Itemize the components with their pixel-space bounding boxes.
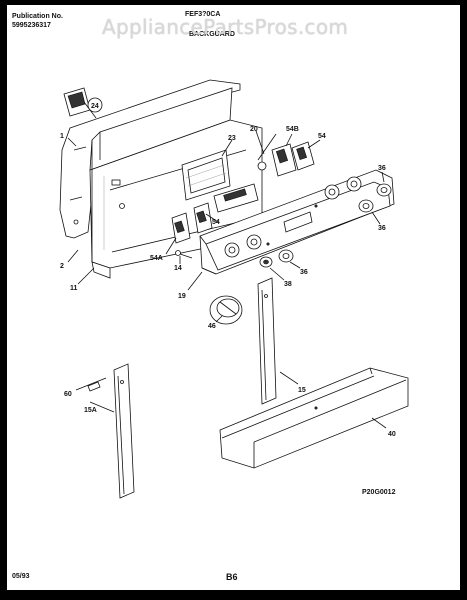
section-title: BACKGUARD [189,31,235,38]
callout-11: 11 [70,285,78,292]
infinite-switch-54-lower [193,202,213,234]
callout-2: 2 [60,263,64,270]
callout-15a: 15A [84,407,97,414]
clock-bracket-part-23 [181,139,233,201]
infinite-switch-54b [271,143,297,177]
callout-54-lower: 54 [212,219,220,226]
oven-knob-part-46 [209,295,243,325]
callout-1: 1 [60,133,64,140]
callout-60: 60 [64,391,72,398]
infinite-switch-54 [291,141,315,171]
callout-40: 40 [388,431,396,438]
screw-part-14 [175,250,193,259]
callout-54a: 54A [150,255,163,262]
lower-trim-part-40 [219,367,409,469]
indicator-lamp-part-20 [257,133,277,171]
callout-54: 54 [318,133,326,140]
knob-36-top [376,183,392,197]
callout-36-top: 36 [378,165,386,172]
footer-date: 05/93 [12,573,30,580]
side-trim-part-15a [113,363,135,499]
knob-36-right [358,199,374,213]
leader-lines [67,130,387,429]
knob-insert-part-38 [259,256,273,268]
clock-display-module [213,183,259,213]
side-trim-part-15 [257,277,299,405]
screw-part-60 [75,377,107,392]
model-number: FEF3?0CA [185,11,221,18]
publication-number: 5995236317 [12,22,51,29]
drawing-code: P20G0012 [362,489,396,496]
rocker-switch-part-24 [63,87,103,119]
callout-54b: 54B [286,126,299,133]
callout-14: 14 [174,265,182,272]
footer-page: B6 [226,572,238,582]
publication-label: Publication No. [12,13,63,20]
control-panel-part-19 [199,169,395,275]
callout-15: 15 [298,387,306,394]
callout-46: 46 [208,323,216,330]
knob-36-lower [278,249,294,263]
callout-23: 23 [228,135,236,142]
callout-38: 38 [284,281,292,288]
callout-20: 20 [250,126,258,133]
infinite-switch-54a [171,212,191,244]
callout-19: 19 [178,293,186,300]
callout-36-lower: 36 [300,269,308,276]
callout-24: 24 [91,103,99,110]
watermark: AppliancePartsPros.com [102,15,349,39]
callout-36-right: 36 [378,225,386,232]
